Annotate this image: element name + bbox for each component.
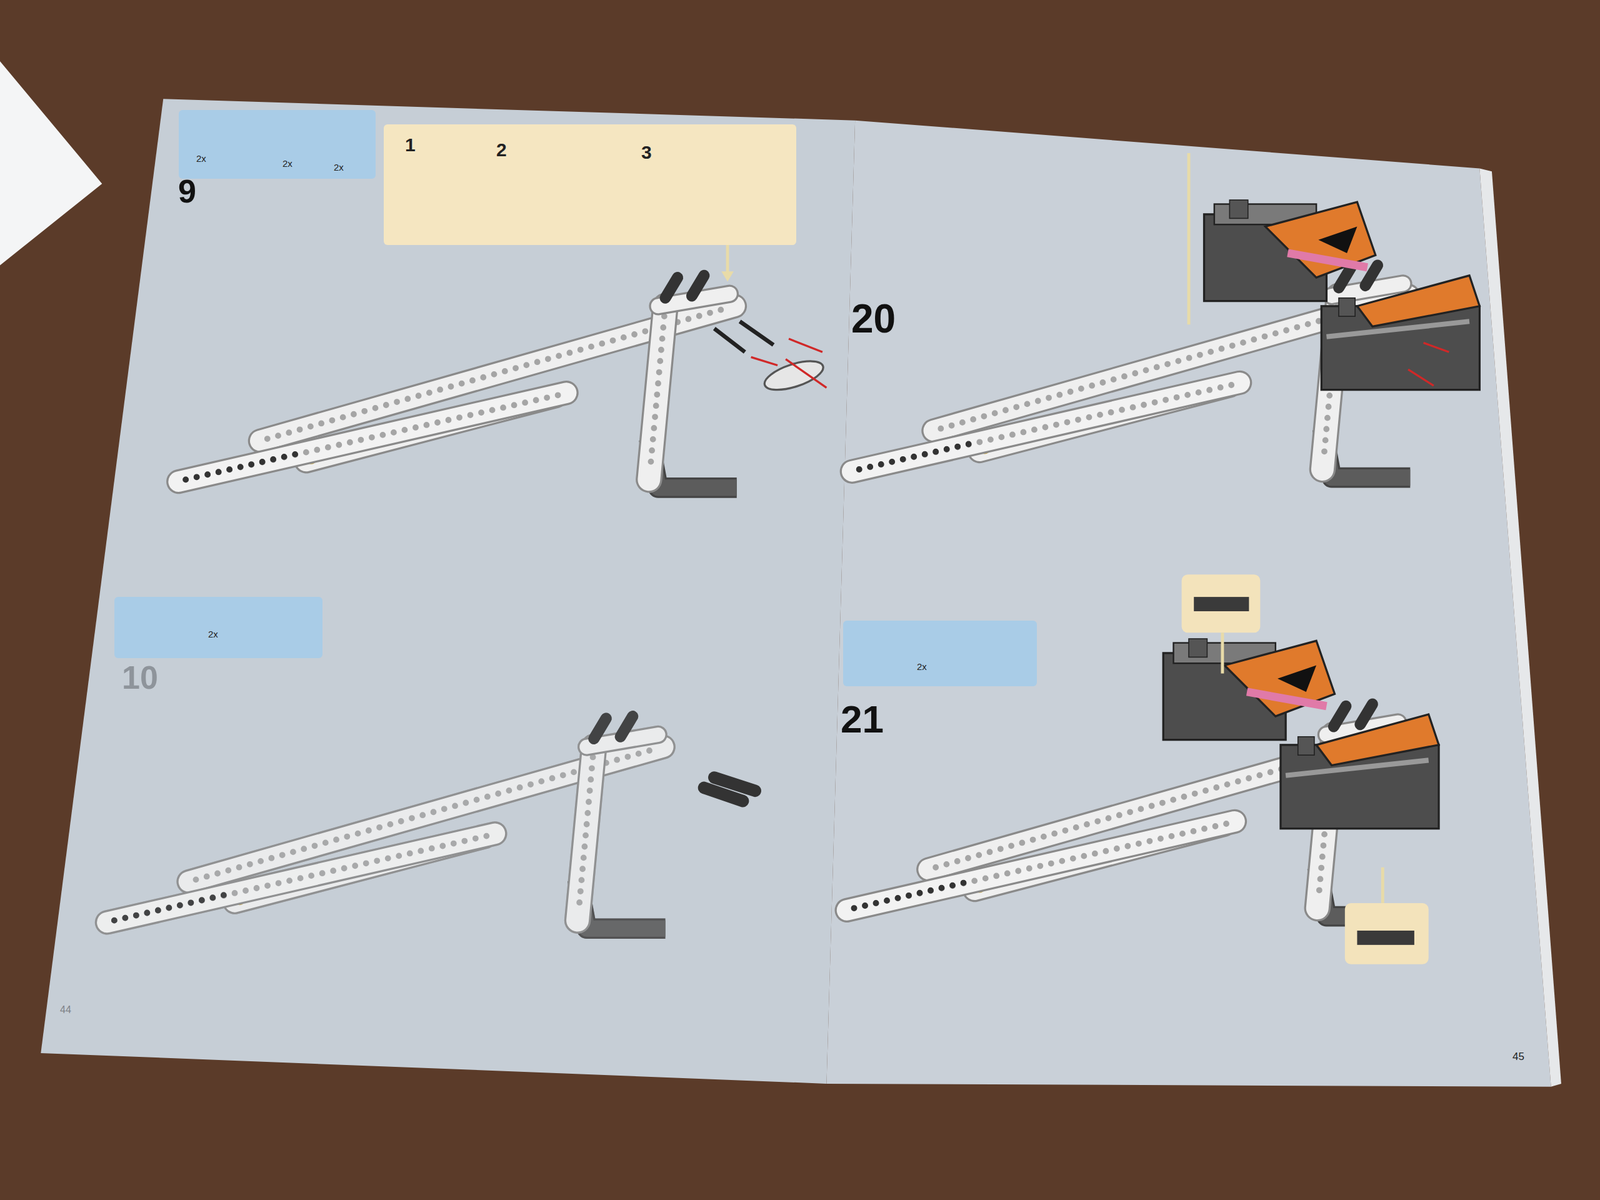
parts-list-box: 2x [843,620,1037,687]
callout-box [1181,574,1261,633]
step-number: 10 [121,661,159,694]
left-page [40,98,855,1084]
page-number: 45 [1512,1051,1525,1062]
part-count: 2x [916,661,927,672]
paper-sheet [0,61,102,266]
part-count: 2x [333,162,344,172]
substep-box: 1 2 3 [383,124,797,245]
substep-number: 3 [641,143,652,162]
substep-number: 2 [496,140,507,160]
part-count: 2x [208,629,219,639]
part-count: 2x [196,153,207,164]
page-edges [1479,168,1562,1087]
step-number: 20 [851,298,896,339]
page-number: 44 [60,1005,72,1015]
parts-list-box: 2x [114,596,323,659]
step-number: 21 [840,700,884,739]
part-count: 2x [282,158,293,169]
callout-box [1345,903,1429,965]
substep-number: 1 [405,135,416,155]
step-number: 9 [178,175,197,208]
right-page [826,120,1551,1087]
parts-list-box: 2x 2x 2x [178,110,376,179]
